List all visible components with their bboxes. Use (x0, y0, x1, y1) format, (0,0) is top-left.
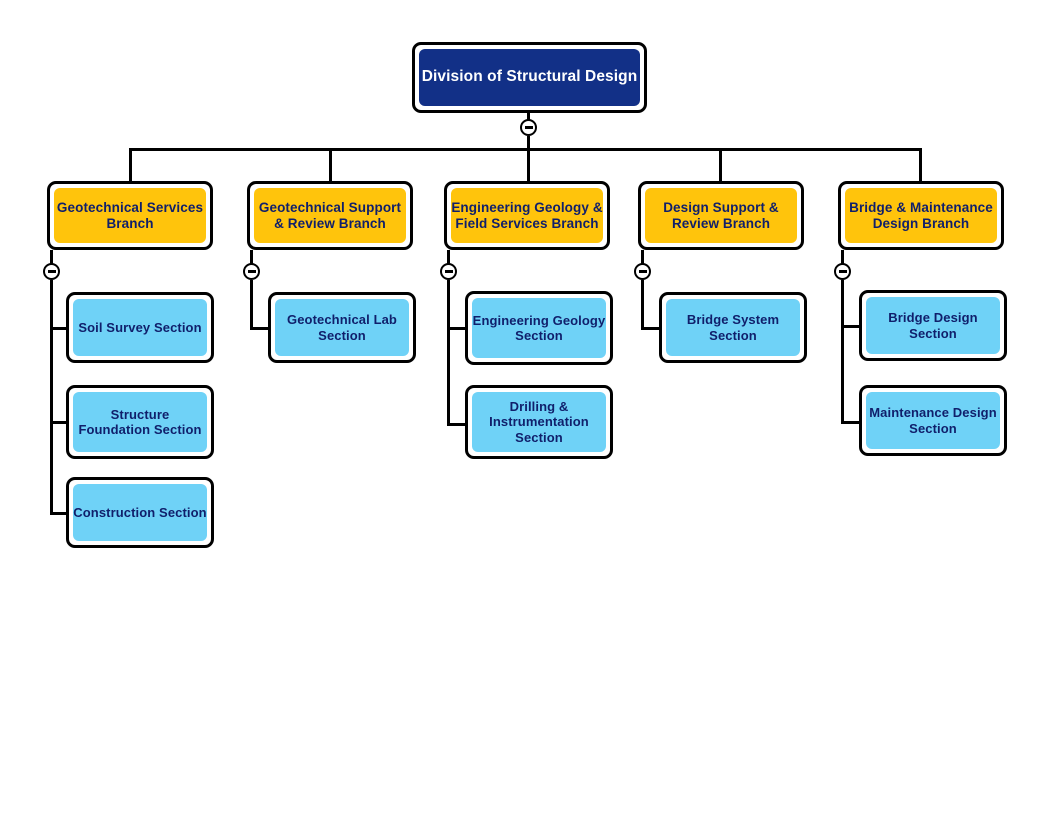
connector-drop-branch-2 (329, 148, 332, 182)
node-section-label: Drilling & Instrumentation Section (472, 392, 606, 452)
toggle-branch-3-collapse[interactable] (440, 263, 457, 280)
connector-branch-1-stub-3 (50, 512, 68, 515)
connector-branch-3-trunk (447, 280, 450, 426)
node-branch-label: Geotechnical Support & Review Branch (254, 188, 406, 243)
node-branch-label: Design Support & Review Branch (645, 188, 797, 243)
node-section-label: Bridge Design Section (866, 297, 1000, 354)
connector-branch-4-stub-1 (641, 327, 661, 330)
node-section-label: Engineering Geology Section (472, 298, 606, 358)
connector-branch-5-stem (841, 250, 844, 264)
toggle-branch-2-collapse[interactable] (243, 263, 260, 280)
connector-branch-5-stub-1 (841, 325, 861, 328)
connector-branch-bus (129, 148, 921, 151)
toggle-branch-1-collapse[interactable] (43, 263, 60, 280)
node-branch-engineering-geology-field-services[interactable]: Engineering Geology & Field Services Bra… (444, 181, 610, 250)
connector-branch-1-stub-2 (50, 421, 68, 424)
node-branch-design-support-review[interactable]: Design Support & Review Branch (638, 181, 804, 250)
connector-branch-1-stub-1 (50, 327, 68, 330)
connector-drop-branch-3 (527, 148, 530, 182)
connector-root-stem-lower (527, 136, 530, 150)
node-section-maintenance-design[interactable]: Maintenance Design Section (859, 385, 1007, 456)
node-section-label: Soil Survey Section (73, 299, 207, 356)
connector-drop-branch-5 (919, 148, 922, 182)
node-branch-label: Geotechnical Services Branch (54, 188, 206, 243)
connector-branch-1-stem (50, 250, 53, 264)
toggle-root-collapse[interactable] (520, 119, 537, 136)
node-branch-geotechnical-support-review[interactable]: Geotechnical Support & Review Branch (247, 181, 413, 250)
node-section-label: Maintenance Design Section (866, 392, 1000, 449)
node-section-label: Bridge System Section (666, 299, 800, 356)
node-section-bridge-design[interactable]: Bridge Design Section (859, 290, 1007, 361)
connector-branch-5-stub-2 (841, 421, 861, 424)
toggle-branch-5-collapse[interactable] (834, 263, 851, 280)
node-branch-bridge-maintenance-design[interactable]: Bridge & Maintenance Design Branch (838, 181, 1004, 250)
connector-drop-branch-4 (719, 148, 722, 182)
connector-drop-branch-1 (129, 148, 132, 182)
connector-branch-1-trunk (50, 280, 53, 515)
connector-branch-4-trunk (641, 280, 644, 330)
node-branch-label: Engineering Geology & Field Services Bra… (451, 188, 603, 243)
node-section-label: Construction Section (73, 484, 207, 541)
connector-branch-2-trunk (250, 280, 253, 330)
connector-branch-5-trunk (841, 280, 844, 424)
connector-branch-3-stem (447, 250, 450, 264)
node-section-label: Geotechnical Lab Section (275, 299, 409, 356)
node-section-label: Structure Foundation Section (73, 392, 207, 452)
node-root-division[interactable]: Division of Structural Design (412, 42, 647, 113)
node-section-drilling-instrumentation[interactable]: Drilling & Instrumentation Section (465, 385, 613, 459)
node-branch-label: Bridge & Maintenance Design Branch (845, 188, 997, 243)
node-root-label: Division of Structural Design (419, 49, 640, 106)
node-section-structure-foundation[interactable]: Structure Foundation Section (66, 385, 214, 459)
node-branch-geotechnical-services[interactable]: Geotechnical Services Branch (47, 181, 213, 250)
node-section-engineering-geology[interactable]: Engineering Geology Section (465, 291, 613, 365)
connector-branch-3-stub-2 (447, 423, 467, 426)
node-section-bridge-system[interactable]: Bridge System Section (659, 292, 807, 363)
node-section-geotechnical-lab[interactable]: Geotechnical Lab Section (268, 292, 416, 363)
connector-branch-3-stub-1 (447, 327, 467, 330)
node-section-construction[interactable]: Construction Section (66, 477, 214, 548)
connector-branch-2-stub-1 (250, 327, 270, 330)
connector-branch-2-stem (250, 250, 253, 264)
node-section-soil-survey[interactable]: Soil Survey Section (66, 292, 214, 363)
connector-branch-4-stem (641, 250, 644, 264)
toggle-branch-4-collapse[interactable] (634, 263, 651, 280)
